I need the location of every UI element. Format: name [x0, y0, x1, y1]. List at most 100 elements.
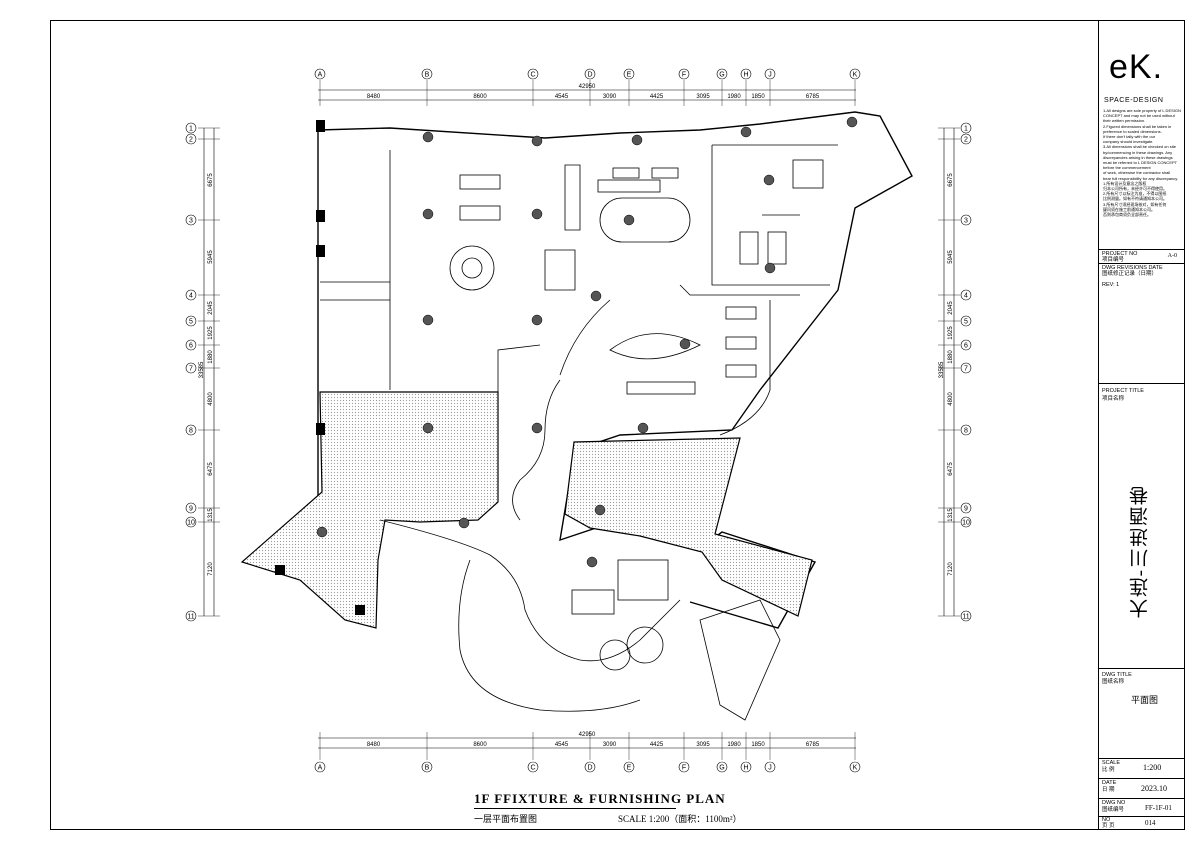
column-dot	[763, 174, 775, 186]
dim-label: 7120	[948, 562, 954, 576]
design-notes: 1.All designs are sole property of L DES…	[1103, 108, 1183, 217]
grid-bubble	[740, 761, 752, 773]
grid-label: A	[318, 764, 323, 771]
grid-label: A	[318, 71, 323, 78]
note-line: 比例测量。如有不符请通知本公司。	[1103, 196, 1167, 202]
terrace-areas	[240, 391, 813, 629]
note-line: 1.All designs are sole property of L DES…	[1103, 108, 1181, 113]
plan-title-underline	[474, 808, 676, 809]
project-no: A-0	[1167, 253, 1177, 259]
note-line: 3.所有尺寸须经现场核对，如有任何	[1103, 201, 1167, 207]
drawing-frame	[50, 20, 1185, 830]
dim-label: 4425	[650, 94, 664, 100]
dim-total: 42950	[579, 84, 596, 90]
furniture-marks	[275, 120, 365, 615]
grid-bubble	[849, 761, 861, 773]
grid-bubble	[185, 122, 197, 134]
grid-bubble	[764, 761, 776, 773]
grid-label: H	[743, 764, 748, 771]
grid-bubble	[584, 761, 596, 773]
note-line: 疑问须在施工前通知本公司。	[1103, 206, 1155, 212]
column-dot	[846, 116, 858, 128]
grid-label: 2	[964, 136, 968, 143]
dwg-no-cell: DWG NO 图纸编号 FF-1F-01	[1099, 799, 1185, 817]
dim-label: 1315	[948, 508, 954, 522]
column-dot	[458, 517, 470, 529]
note-line: 归本公司所有，未经许可不得使用。	[1103, 186, 1167, 192]
dim-label: 1315	[208, 508, 214, 522]
grid-bubble	[623, 761, 635, 773]
grid-label: D	[587, 764, 592, 771]
dim-label: 3095	[696, 94, 710, 100]
column-dot	[531, 422, 543, 434]
dim-label: 3090	[603, 94, 617, 100]
grid-label: 2	[189, 136, 193, 143]
grid-label: 3	[964, 217, 968, 224]
column-dot	[586, 556, 598, 568]
note-line: If there don't tally with the our	[1103, 134, 1156, 140]
grid-bubble	[623, 68, 635, 80]
dim-label: 4545	[555, 94, 569, 100]
dim-total: 33585	[939, 361, 945, 378]
dim-label: 1850	[751, 94, 765, 100]
note-line: 2.所有尺寸以标注为准，不得以图纸	[1103, 191, 1167, 197]
revision-number: REV: 1	[1102, 282, 1120, 288]
note-line: by/commencing in these drawings. Any	[1103, 149, 1173, 155]
grid-bubble	[960, 339, 972, 351]
grid-bubble	[314, 68, 326, 80]
grid-label: 7	[964, 365, 968, 372]
grid-bubble	[960, 362, 972, 374]
note-line: 1.所有设计及意念之版权	[1103, 180, 1147, 186]
note-line: their written permission.	[1103, 118, 1146, 124]
dim-label: 4425	[650, 742, 664, 748]
grid-bubble	[527, 68, 539, 80]
drawing-title: 平面图	[1131, 695, 1159, 705]
dim-label: 1980	[727, 742, 741, 748]
note-line: 否则承包商须负全部责任。	[1103, 212, 1151, 218]
revisions-cell: DWG REVISIONS DATE 图纸修正记录（日期） REV: 1	[1099, 264, 1185, 384]
project-no-cell: PROJECT NO 项目编号 A-0	[1099, 250, 1185, 264]
revisions-label: DWG REVISIONS DATE	[1102, 265, 1163, 271]
grid-label: 6	[964, 342, 968, 349]
grid-label: 10	[187, 519, 195, 526]
grid-bubble	[421, 761, 433, 773]
grid-label: J	[768, 764, 772, 771]
grid-bubble	[527, 761, 539, 773]
grid-bubble	[185, 289, 197, 301]
dwg-no-label: DWG NO	[1102, 800, 1126, 806]
grid-bubble	[764, 68, 776, 80]
column-dot	[531, 208, 543, 220]
dim-label: 2045	[208, 301, 214, 315]
scale-cell: SCALE 比 例 1:200	[1099, 759, 1185, 779]
grid-label: 1	[964, 125, 968, 132]
grid-label: 9	[964, 505, 968, 512]
grid-label: E	[627, 764, 632, 771]
dim-label: 3090	[603, 742, 617, 748]
grid-bubble	[960, 610, 972, 622]
note-line: discrepancies arising in these drawings	[1103, 154, 1173, 160]
dim-label: 5945	[948, 250, 954, 264]
column-dot	[679, 338, 691, 350]
dim-label: 1850	[751, 742, 765, 748]
grid-bubble	[185, 610, 197, 622]
dim-label: 2045	[948, 301, 954, 315]
grid-label: E	[627, 71, 632, 78]
grid-label: D	[587, 71, 592, 78]
dim-label: 8480	[367, 94, 381, 100]
grid-label: 8	[189, 427, 193, 434]
project-no-label: PROJECT NO	[1102, 251, 1138, 257]
dim-label: 8480	[367, 742, 381, 748]
plan-title: 1F FFIXTURE & FURNISHING PLAN	[474, 791, 726, 806]
page-cell: NO 页 页 014	[1099, 817, 1185, 830]
dim-label: 1880	[208, 350, 214, 364]
grid-label: 4	[189, 292, 193, 299]
note-line: 3.All dimensions shall be checked on sit…	[1103, 144, 1176, 150]
grid-bubble	[849, 68, 861, 80]
project-title-cell: PROJECT TITLE 项目名称 大连-川进酒巷	[1099, 384, 1185, 669]
grid-bubble	[960, 516, 972, 528]
grid-bubble	[960, 122, 972, 134]
column-dot	[740, 126, 752, 138]
company-brand: SPACE-DESIGN	[1104, 97, 1164, 104]
